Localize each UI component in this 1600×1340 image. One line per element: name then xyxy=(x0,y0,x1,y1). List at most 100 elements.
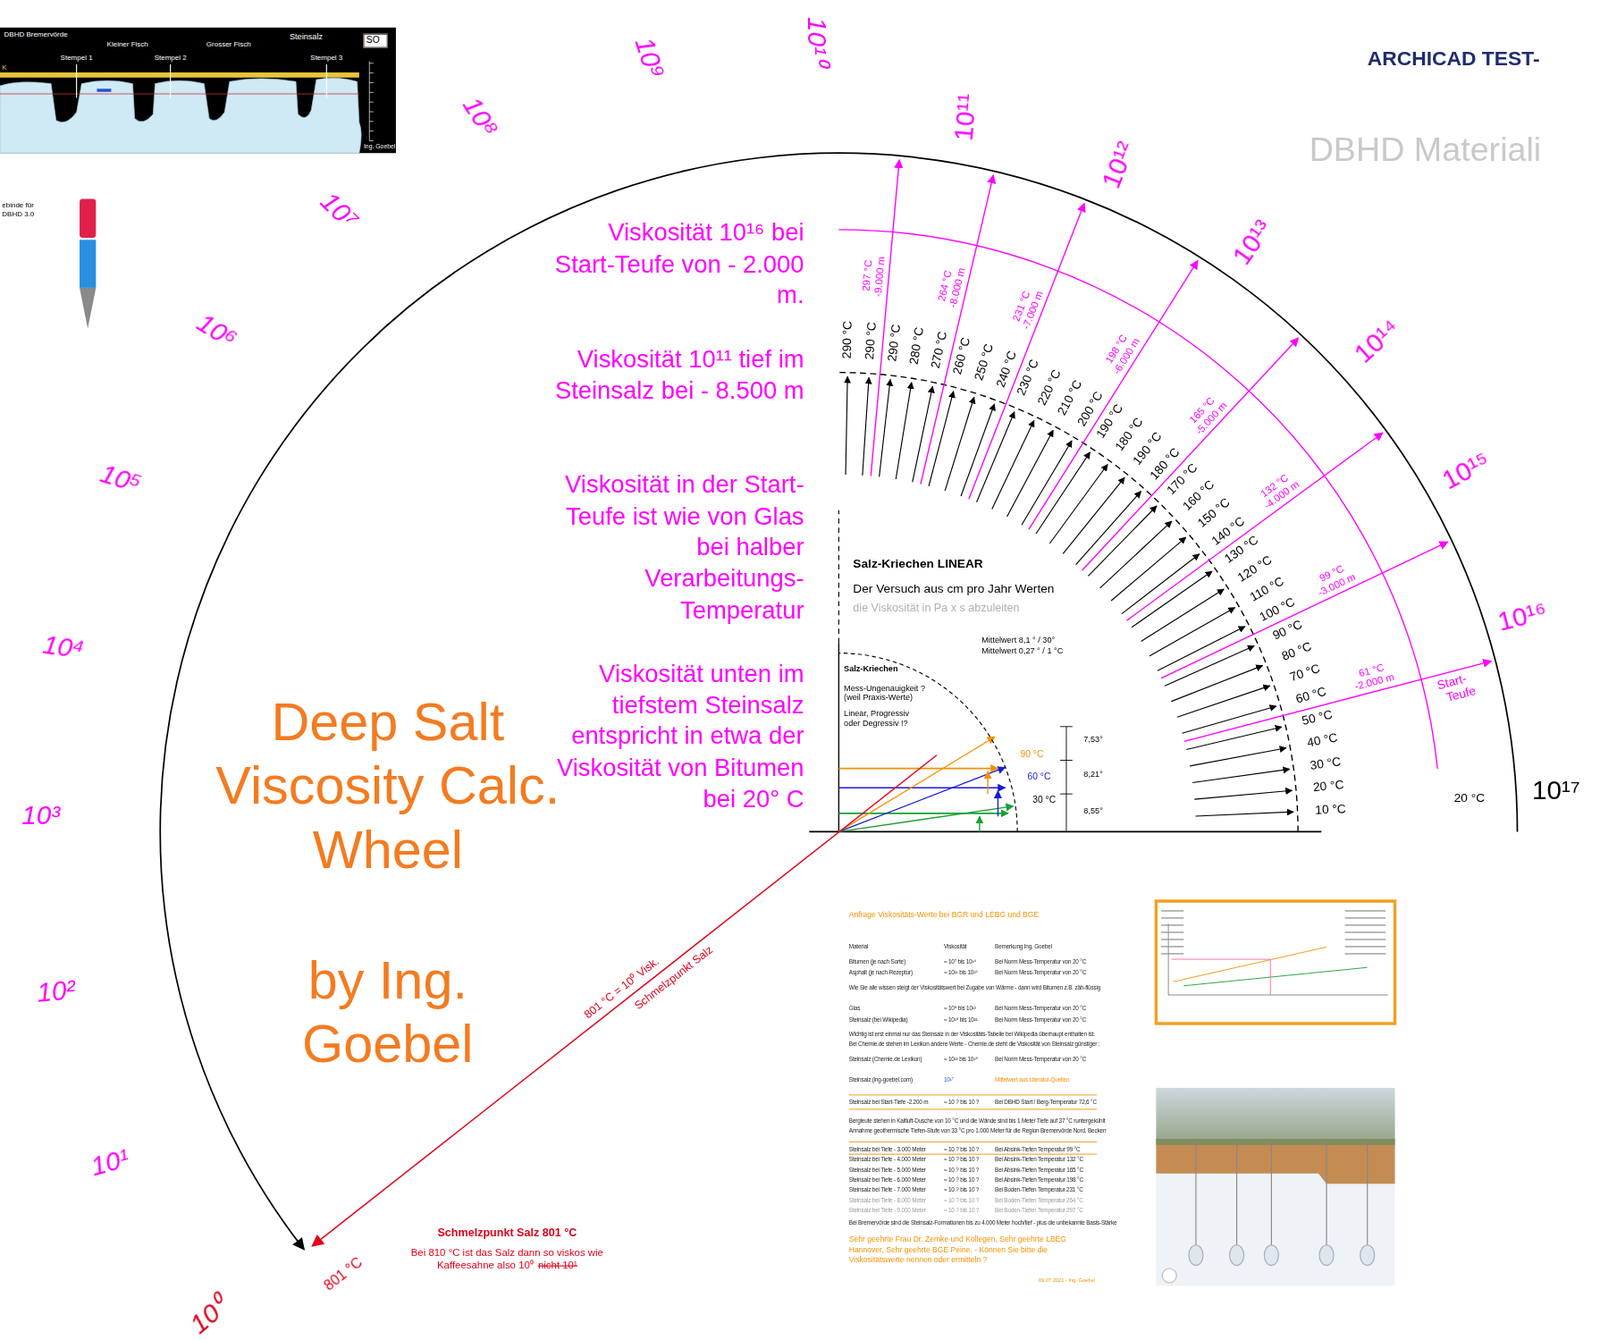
dimension-line xyxy=(1060,726,1073,833)
note-text: Viskosität in der Start-Teufe ist wie vo… xyxy=(548,469,804,626)
thumb-axes xyxy=(1168,923,1388,995)
chart-note: Salz-Kriechen xyxy=(843,664,898,674)
temperature-label: 40 °C xyxy=(1305,731,1339,751)
table-note: Bei Bremervörde sind die Steinsalz-Forma… xyxy=(849,1219,1118,1226)
thumb-text-stroke xyxy=(1345,952,1387,954)
ground xyxy=(1155,1138,1395,1146)
panel-credit: Ing. Goebel xyxy=(363,143,396,151)
temperature-label: 290 °C xyxy=(884,323,903,363)
axis-dashed xyxy=(838,510,840,643)
panel-title: DBHD Bremervörde xyxy=(4,30,68,38)
temperature-label: 70 °C xyxy=(1287,661,1322,685)
table-cell: Bei Norm Mess-Temperatur von 20 °C xyxy=(994,1056,1087,1063)
temperature-label: 290 °C xyxy=(861,321,879,361)
table-cell: ≈ 10¹¹ bis 10¹⁶ xyxy=(943,969,978,977)
creep-label: 30 °C xyxy=(1032,794,1056,806)
temperature-label: 240 °C xyxy=(993,348,1019,389)
pendulum-rod xyxy=(1236,1140,1238,1247)
temperature-arrow xyxy=(1076,491,1142,565)
panel-label: Steinsalz xyxy=(289,32,323,42)
table-cell: ≈ 10 ? bis 10 ? xyxy=(943,1206,979,1213)
creep-label: 60 °C xyxy=(1027,771,1052,783)
melting-title: Schmelzpunkt Salz 801 °C xyxy=(437,1226,577,1239)
chart-note: Linear, Progressiv xyxy=(843,708,910,718)
temperature-label: 230 °C xyxy=(1013,357,1042,398)
temperature-label: 280 °C xyxy=(906,326,927,366)
thumb-text-stroke xyxy=(1161,931,1184,933)
table-cell: Mittelwert aus Literatur-Quellen xyxy=(994,1076,1070,1083)
orange-arrow xyxy=(986,771,988,794)
table-cell: Steinsalz (bei Wikipedia) xyxy=(849,1016,909,1023)
chart-note: Linear, Progressiv xyxy=(843,708,910,718)
table-cell: Bei Norm Mess-Temperatur von 20 °C xyxy=(994,1004,1087,1011)
table-title: Anfrage Viskositäts-Werte bei BGR und LE… xyxy=(849,909,1039,919)
depth-arrow xyxy=(920,175,994,485)
table-cell: Bei Norm Mess-Temperatur von 20 °C xyxy=(994,958,1087,965)
tick xyxy=(369,72,374,74)
table-cell: Steinsalz (Chemie.de Lexikon) xyxy=(849,1056,923,1063)
chart-text: Der Versuch aus cm pro Jahr Werten xyxy=(852,581,1054,597)
creep-label: 60 °C xyxy=(1027,771,1052,782)
table-cell: Glas xyxy=(849,1004,860,1011)
temperature-label: 250 °C xyxy=(971,341,997,382)
table-cell: Mittelwert aus Literatur-Quellen xyxy=(994,1076,1070,1083)
chart-note: Mittelwert 8,1 ° / 30° xyxy=(981,635,1055,645)
temperature-label: 70 °C xyxy=(1288,662,1323,686)
angle-label: 8,21° xyxy=(1083,769,1103,779)
scale-label: 10¹³ xyxy=(1226,214,1279,271)
temperature-arrow xyxy=(1195,811,1294,817)
table-cell: ≈ 10 ? bis 10 ? xyxy=(943,1196,979,1204)
table-cell: Bei Boden-Tiefen Temperatur 297 °C xyxy=(994,1206,1084,1213)
direction-box: SO xyxy=(362,33,388,49)
thumb-line xyxy=(1171,959,1272,995)
table-title: Anfrage Viskositäts-Werte bei BGR und LE… xyxy=(849,910,1039,920)
table-cell: Steinsalz bei Tiefe - 5.000 Meter xyxy=(849,1166,927,1173)
scale-label: 10⁹ xyxy=(629,33,672,83)
temperature-label: 30 °C xyxy=(1309,755,1342,774)
creep-label: 90 °C xyxy=(1020,749,1045,760)
table-cell: Bei Norm Mess-Temperatur von 20 °C xyxy=(994,969,1087,977)
table-note: Annahme geothermische Tiefen-Stufe von 3… xyxy=(849,1127,1107,1134)
table-cell: Bei Boden-Tiefen Temperatur 264 °C xyxy=(994,1196,1084,1204)
chart-note: Salz-Kriechen xyxy=(843,664,898,674)
author-text: by Ing. Goebel xyxy=(302,951,473,1074)
temperature-label: 60 °C xyxy=(1294,683,1328,707)
panel-label: Stempel 1 xyxy=(60,53,93,61)
chart-note: Mess-Ungenauigkeit ? xyxy=(843,683,926,693)
scale-label: 10¹⁰ xyxy=(800,16,832,65)
table-cell: Steinsalz bei Tiefe - 8.000 Meter xyxy=(849,1196,927,1204)
temperature-label: 10 °C xyxy=(1314,802,1347,818)
sediment xyxy=(1155,1138,1395,1184)
salt-domes xyxy=(0,77,362,153)
temperature-label: 90 °C xyxy=(1271,617,1306,643)
note-text: Viskosität 10¹⁶ bei Start-Teufe von - 2.… xyxy=(555,218,805,309)
stempel-line xyxy=(169,64,171,99)
temperature-label: 290 °C xyxy=(884,323,903,363)
temperature-arrow xyxy=(912,386,934,482)
angle-label: 7,53° xyxy=(1083,734,1103,744)
scale-label: 10¹² xyxy=(1096,137,1143,194)
table-cell: ≈ 10¹⁸ bis 10²¹ xyxy=(943,1016,978,1023)
table-cell: Bei Boden-Tiefen Temperatur 231 °C xyxy=(994,1187,1084,1194)
temperature-arrow xyxy=(1194,790,1292,800)
table-cell: Steinsalz bei Tiefe - 6.000 Meter xyxy=(849,1176,927,1183)
tick xyxy=(369,140,374,142)
temperature-label: 40 °C xyxy=(1305,730,1339,750)
thumb-text-stroke xyxy=(1345,924,1387,926)
table-cell: Steinsalz bei Start-Tiefe -2.200 m xyxy=(849,1098,929,1105)
scale-label: 10¹¹ xyxy=(948,92,984,143)
table-cell: Bei Boden-Tiefen Temperatur 297 °C xyxy=(994,1206,1084,1213)
table-cell: Bei Absink-Tiefen Temperatur 198 °C xyxy=(994,1176,1084,1183)
axes xyxy=(808,510,1322,833)
request-letter: Sehr geehrte Frau Dr. Zemke und Kollegen… xyxy=(849,1234,1100,1264)
header-title: ARCHICAD TEST- xyxy=(1367,47,1541,70)
table-cell: Bemerkung Ing. Goebel xyxy=(994,943,1053,950)
thumb-text-stroke xyxy=(1345,931,1387,933)
pendulums xyxy=(1188,1140,1375,1265)
creep-label: 30 °C xyxy=(1032,794,1056,805)
thumb-text-stroke xyxy=(1161,952,1184,954)
table-cell: Steinsalz bei Tiefe - 7.000 Meter xyxy=(849,1187,927,1194)
table-note: Wichtig ist erst einmal nur das Steinsal… xyxy=(849,1030,1095,1037)
table-cell: Steinsalz bei Tiefe - 9.000 Meter xyxy=(849,1206,927,1213)
table-cell: ≈ 10 ? bis 10 ? xyxy=(943,1206,979,1213)
